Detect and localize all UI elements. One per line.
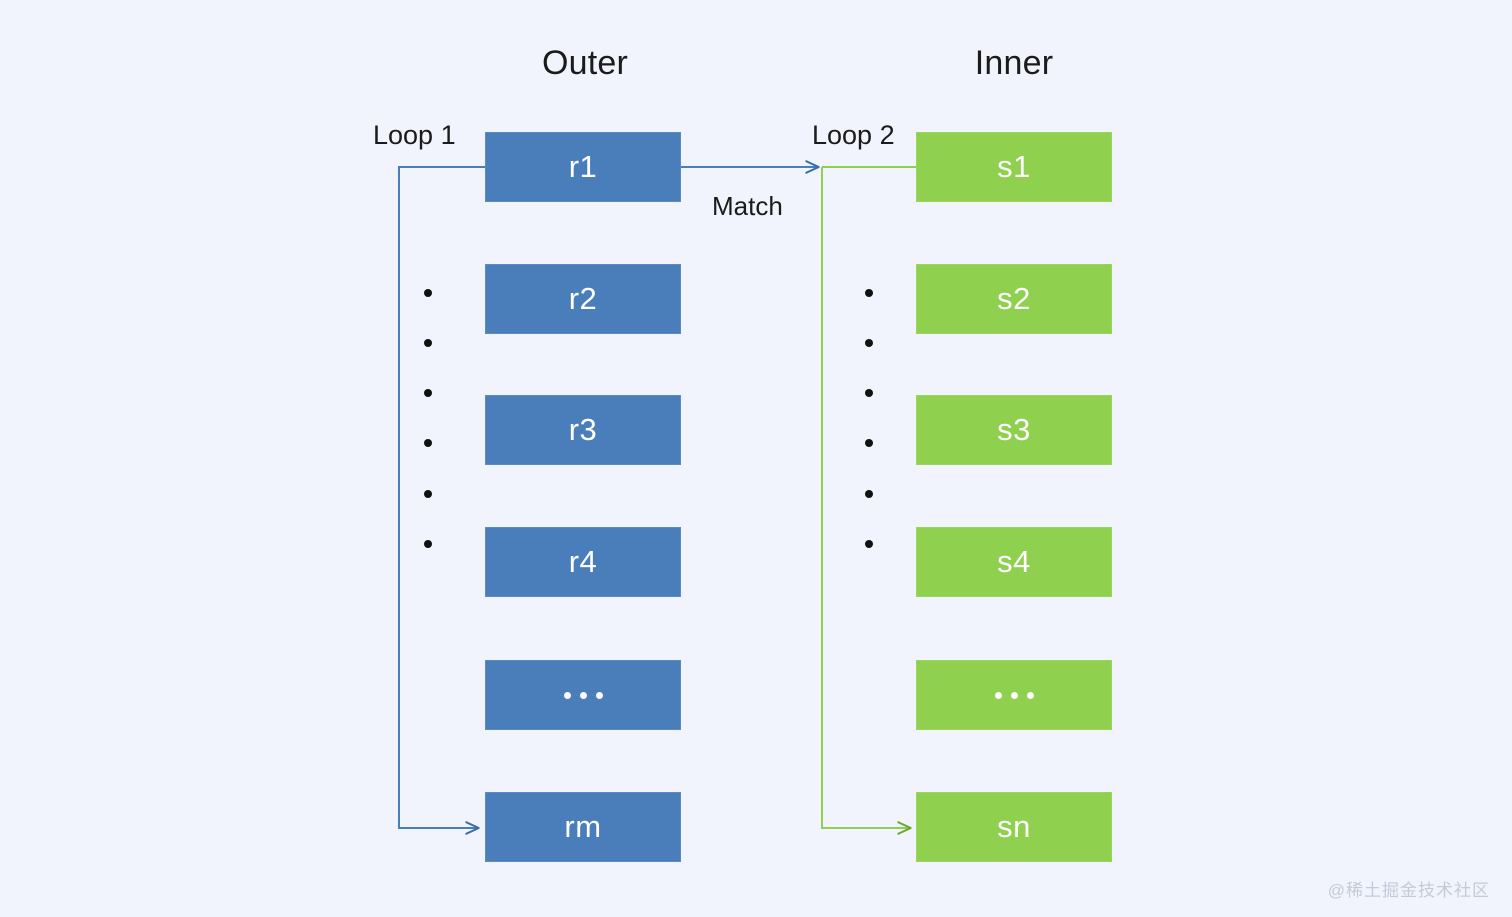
outer-node-r2[interactable]: r2 <box>485 264 681 334</box>
column-title-inner: Inner <box>974 44 1054 82</box>
inner-node-sn[interactable]: sn <box>916 792 1112 862</box>
inner-node-s3[interactable]: s3 <box>916 395 1112 465</box>
inner-node-ellipsis[interactable] <box>916 660 1112 730</box>
inner-node-s1[interactable]: s1 <box>916 132 1112 202</box>
ellipsis-icon <box>563 691 603 699</box>
outer-node-r1[interactable]: r1 <box>485 132 681 202</box>
match-label: Match <box>712 191 783 221</box>
watermark: @稀土掘金技术社区 <box>1327 881 1490 900</box>
outer-node-ellipsis[interactable] <box>485 660 681 730</box>
outer-node-rm[interactable]: rm <box>485 792 681 862</box>
ellipsis-icon <box>994 691 1034 699</box>
outer-node-r4[interactable]: r4 <box>485 527 681 597</box>
inner-loop-path <box>821 167 910 828</box>
column-title-outer: Outer <box>541 44 629 82</box>
outer-node-r3[interactable]: r3 <box>485 395 681 465</box>
loop1-label: Loop 1 <box>373 120 456 150</box>
loop2-label: Loop 2 <box>812 120 895 150</box>
inner-node-s2[interactable]: s2 <box>916 264 1112 334</box>
inner-node-s4[interactable]: s4 <box>916 527 1112 597</box>
outer-loop-path <box>398 166 485 828</box>
